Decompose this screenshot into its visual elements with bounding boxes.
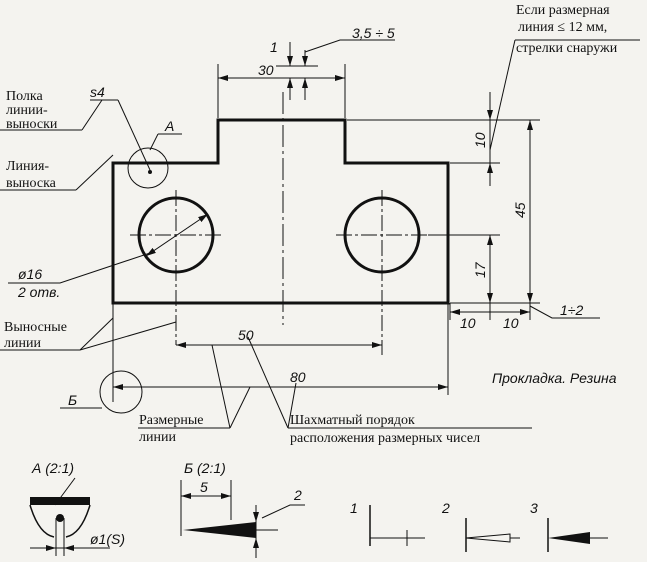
dim-10-right: 10 xyxy=(503,315,519,331)
arrow-type-3-num: 3 xyxy=(530,500,538,516)
ext-label-1: Выносные xyxy=(4,320,67,335)
detail-b-2-leader xyxy=(261,504,305,519)
dim-45: 45 xyxy=(512,202,528,218)
shelf-label-2: линии- xyxy=(6,103,48,118)
view-a-label: А xyxy=(164,118,174,134)
leader-label-1: Линия- xyxy=(6,159,49,174)
note-line-3: стрелки снаружи xyxy=(516,41,618,56)
note-line-1: Если размерная xyxy=(516,3,610,18)
d1_2-leader xyxy=(529,305,600,319)
dim-leader-a xyxy=(211,344,231,429)
dim-80: 80 xyxy=(290,369,306,385)
dim-1: 1 xyxy=(270,39,278,55)
view-b-circle xyxy=(99,370,143,414)
note-leader xyxy=(489,39,516,151)
s4-dot xyxy=(148,170,152,174)
dia16-line xyxy=(145,213,209,257)
arrow-type-3-head xyxy=(548,532,590,544)
stag-leader-a xyxy=(247,336,289,429)
arrow-type-2-head xyxy=(465,533,511,543)
dim-lines-label-2: линии xyxy=(139,430,176,445)
leader-callout-line xyxy=(75,154,114,191)
detail-b-title: Б (2:1) xyxy=(184,460,226,476)
shelf-label-3: выноски xyxy=(6,117,58,132)
ext-label-2: линии xyxy=(4,336,41,351)
dim-50: 50 xyxy=(238,327,254,343)
dia16-leader xyxy=(8,252,151,284)
dim-17: 17 xyxy=(472,261,488,278)
detail-a-dia: ø1(S) xyxy=(90,531,125,547)
view-b-label: Б xyxy=(68,392,77,408)
part-outline xyxy=(111,118,450,305)
caption: Прокладка. Резина xyxy=(492,370,617,386)
view-a-leader xyxy=(149,133,159,151)
detail-a-title: А (2:1) xyxy=(31,460,74,476)
view-a-circle xyxy=(127,147,169,189)
detail-b-5: 5 xyxy=(200,479,208,495)
detail-a-strip xyxy=(30,497,90,505)
stagger-label-1: Шахматный порядок xyxy=(290,413,415,428)
detail-a-dot xyxy=(56,514,64,522)
dim-35-5: 3,5 ÷ 5 xyxy=(352,25,395,41)
detail-a-shape xyxy=(29,504,91,538)
dim-leader-b xyxy=(229,386,251,429)
ext-leader-b xyxy=(79,321,177,351)
stag-leader-b xyxy=(287,382,297,429)
note-line-2: линия ≤ 12 мм, xyxy=(518,20,607,35)
dim-1-2: 1÷2 xyxy=(560,302,583,318)
detail-b-2: 2 xyxy=(293,487,302,503)
arrow-type-2-num: 2 xyxy=(441,500,450,516)
shelf-callout-line xyxy=(81,99,103,131)
hole-dia-label: ø16 xyxy=(18,266,42,282)
dim-10-top: 10 xyxy=(472,132,488,148)
shelf-label-1: Полка xyxy=(6,89,44,104)
s4-label: s4 xyxy=(90,84,105,100)
d35-leader xyxy=(304,39,395,53)
dim-lines-label-1: Размерные xyxy=(139,413,204,428)
leader-label-2: выноска xyxy=(6,176,57,191)
ext-leader-a xyxy=(79,317,114,351)
arrow-type-1-num: 1 xyxy=(350,500,358,516)
dim-10-left: 10 xyxy=(460,315,476,331)
detail-b-arrowhead xyxy=(183,522,256,538)
hole-count-label: 2 отв. xyxy=(17,284,60,300)
dim-30: 30 xyxy=(258,62,274,78)
stagger-label-2: расположения размерных чисел xyxy=(290,431,480,446)
s4-leader xyxy=(117,99,151,171)
